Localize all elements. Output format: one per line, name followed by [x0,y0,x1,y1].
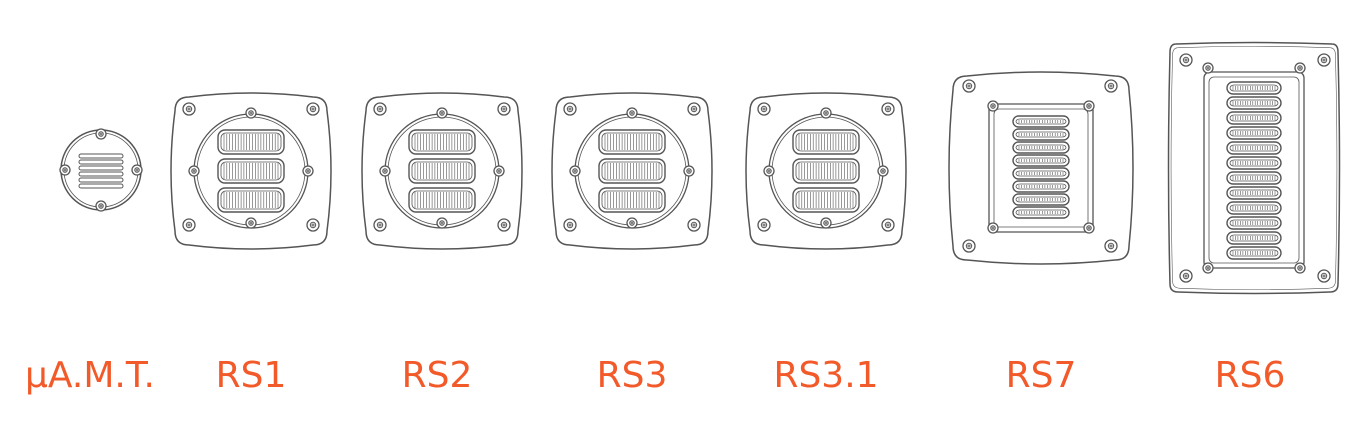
label-rs6: RS6 [1214,355,1286,396]
label-rs31: RS3.1 [773,355,879,396]
rs31-tweeter-drawing [745,92,907,250]
rs6-tweeter-drawing [1167,41,1341,295]
label-rs3: RS3 [596,355,668,396]
rs3-tweeter-drawing [551,92,713,250]
label-uamt: µA.M.T. [24,355,156,396]
label-rs2: RS2 [401,355,473,396]
label-rs7: RS7 [1005,355,1077,396]
rs7-tweeter-drawing [948,71,1134,265]
rs1-tweeter-drawing [170,92,332,250]
micro-amt-tweeter-drawing [59,128,143,212]
rs2-tweeter-drawing [361,92,523,250]
label-rs1: RS1 [215,355,287,396]
